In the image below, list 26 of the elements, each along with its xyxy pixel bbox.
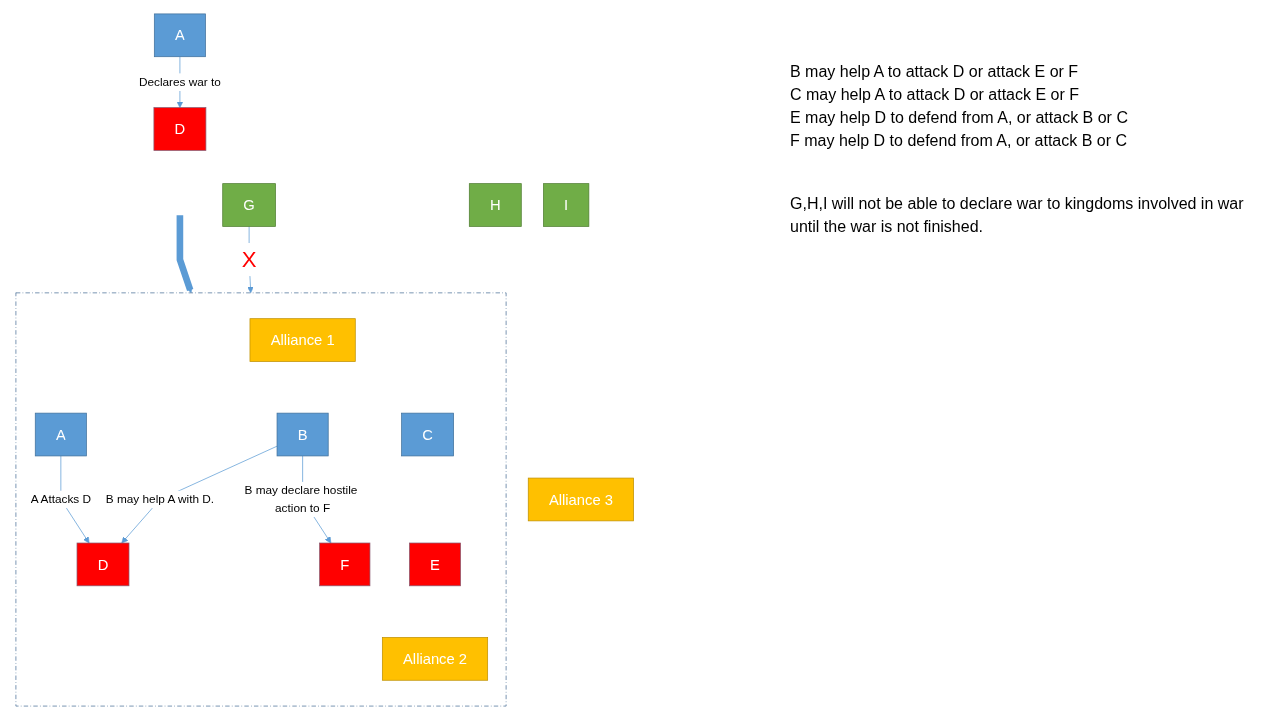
node-box: D <box>153 107 207 151</box>
node-box: E <box>409 542 461 587</box>
node-box: B <box>276 412 329 457</box>
note-text: E may help D to defend from A, or attack B or C <box>790 108 1128 128</box>
node-box: D <box>76 542 130 587</box>
edge-label: B may declare hostile action to F <box>244 483 358 515</box>
edge-label: X <box>241 247 257 272</box>
node-box: H <box>468 183 522 227</box>
arrow <box>176 215 194 294</box>
node-box: Alliance 3 <box>527 477 634 522</box>
node-box: A <box>153 13 206 58</box>
note-text: B may help A to attack D or attack E or F <box>790 62 1079 82</box>
edge-label: Declares war to <box>138 75 221 89</box>
node-box: C <box>401 412 454 457</box>
edge-label: A Attacks D <box>30 492 92 506</box>
edge-label: B may help A with D. <box>105 492 215 506</box>
note-text: G,H,I will not be able to declare war to kingdoms involved in war until the war is not finished. <box>790 194 1245 237</box>
node-box: I <box>543 183 590 227</box>
note-text: C may help A to attack D or attack E or F <box>790 85 1079 105</box>
cluster <box>15 292 507 707</box>
node-box: Alliance 2 <box>382 637 489 681</box>
node-box: Alliance 1 <box>249 318 356 362</box>
note-text: F may help D to defend from A, or attack B or C <box>790 131 1128 151</box>
node-box: F <box>319 542 371 587</box>
node-box: G <box>222 183 276 227</box>
node-box: A <box>34 412 87 457</box>
